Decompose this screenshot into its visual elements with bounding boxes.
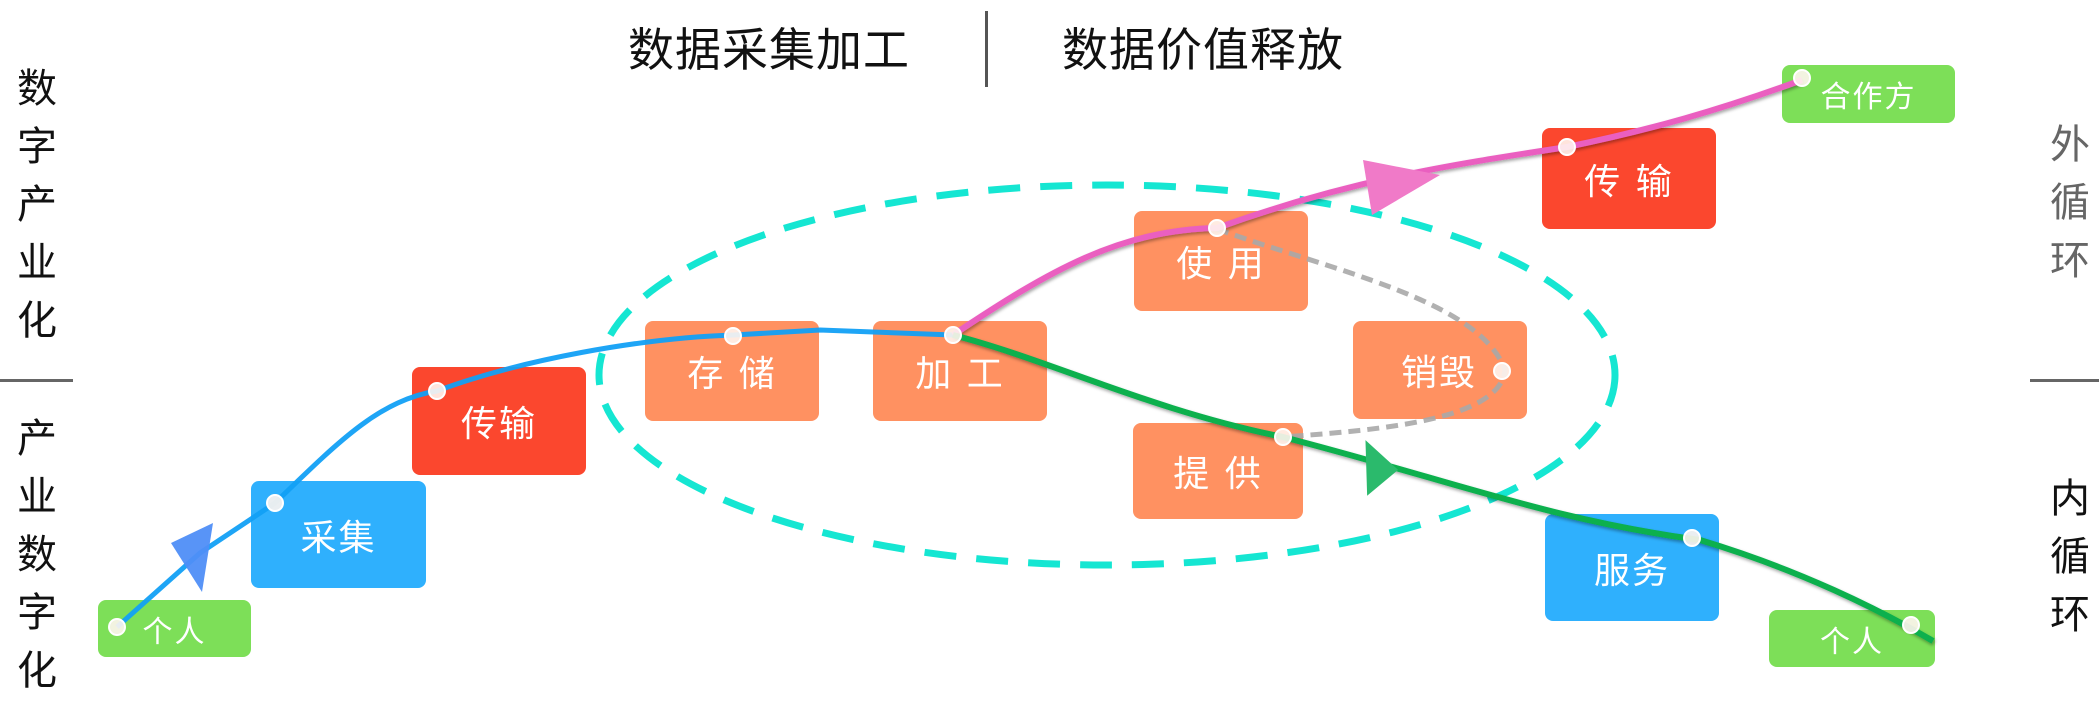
node-label: 采集: [300, 517, 377, 559]
connector-dot: [1208, 219, 1226, 237]
node-label: 传输: [460, 404, 537, 445]
connector-dot: [1902, 616, 1920, 634]
right-divider: [2030, 379, 2099, 382]
collection-arrow-icon: [171, 523, 213, 592]
inner-loop-arrow-icon: [1365, 440, 1399, 496]
outer-loop-arrow-icon: [1363, 160, 1440, 215]
connector-dot: [944, 326, 962, 344]
inner-loop-flow-line: [952, 332, 1935, 644]
header-divider: [985, 11, 988, 87]
label-digital-industrialization: 数字产业化: [17, 66, 57, 344]
connector-dot: [1683, 529, 1701, 547]
node-label: 存 储: [687, 354, 777, 395]
header-data-collection-processing: 数据采集加工: [628, 23, 910, 77]
label-outer-loop: 外循环: [2050, 122, 2090, 284]
connector-dot: [108, 618, 126, 636]
processing-zone-ellipse: [595, 181, 1619, 569]
collection-flow-line: [115, 327, 954, 629]
node-transfer-1[interactable]: 传输: [412, 367, 586, 475]
node-partner[interactable]: 合作方: [1782, 65, 1955, 123]
node-label: 合作方: [1820, 80, 1917, 115]
node-label: 销毁: [1401, 353, 1478, 394]
connector-dot: [724, 327, 742, 345]
node-label: 使 用: [1176, 244, 1266, 285]
node-label: 传 输: [1584, 161, 1674, 203]
node-process[interactable]: 加 工: [873, 321, 1047, 421]
connector-dot: [266, 494, 284, 512]
node-destroy[interactable]: 销毁: [1353, 321, 1527, 419]
node-label: 提 供: [1173, 454, 1263, 495]
label-inner-loop: 内循环: [2050, 476, 2090, 638]
node-label: 加 工: [915, 354, 1005, 395]
connector-dot: [1274, 428, 1292, 446]
connector-dot: [1493, 362, 1511, 380]
node-label: 服务: [1593, 550, 1670, 592]
node-label: 个人: [1820, 624, 1884, 660]
connector-dot: [1793, 69, 1811, 87]
destroy-flow-line: [1216, 226, 1508, 440]
node-label: 个人: [142, 614, 207, 650]
connector-dot: [1558, 138, 1576, 156]
label-industrial-digitalization: 产业数字化: [17, 416, 57, 694]
left-divider: [0, 379, 73, 382]
header-data-value-release: 数据价值释放: [1062, 23, 1344, 77]
connector-dot: [428, 382, 446, 400]
